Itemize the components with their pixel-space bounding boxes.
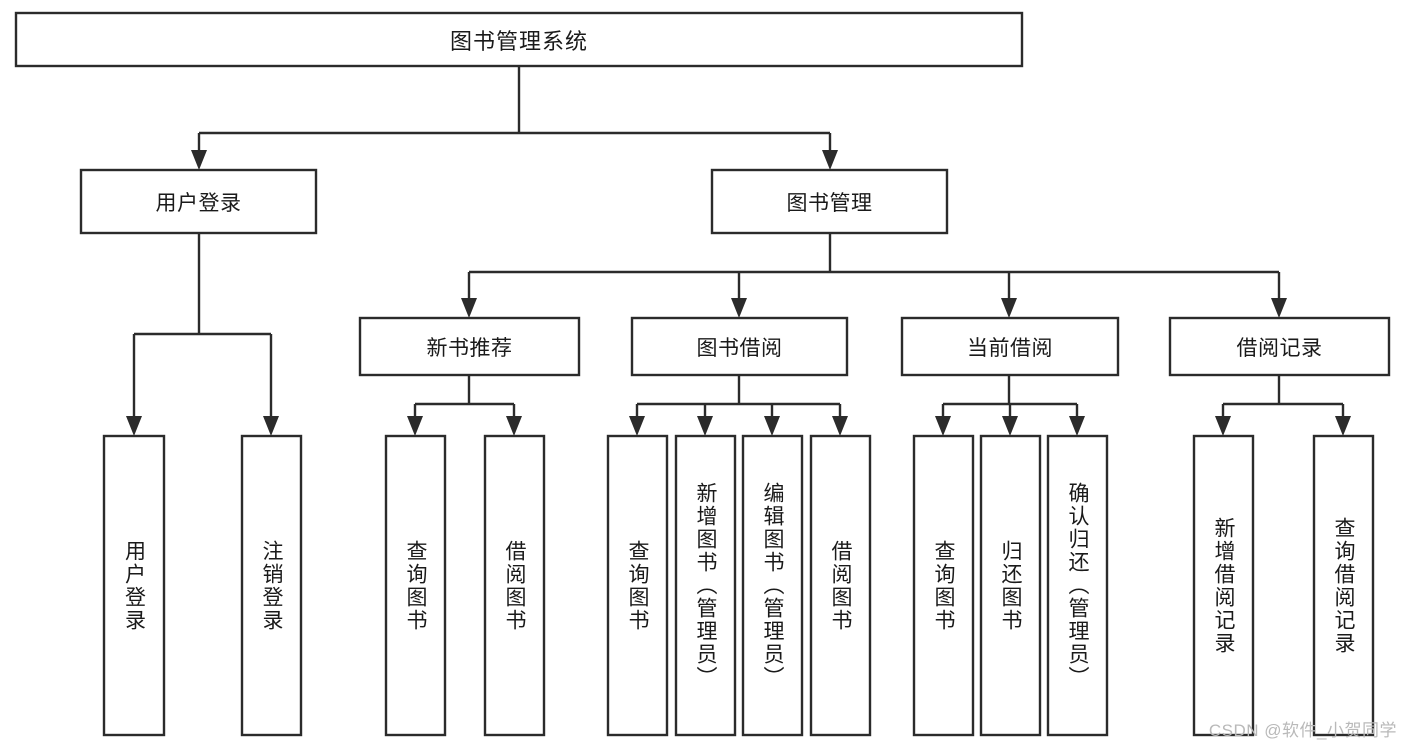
arrow-book-manage xyxy=(822,150,838,170)
node-box-leaf-new-book-1[interactable] xyxy=(384,434,447,737)
node-box-leaf-book-borrow-4[interactable] xyxy=(809,434,872,737)
arrow-user-login xyxy=(191,150,207,170)
node-box-leaf-user-login-1[interactable] xyxy=(102,434,166,737)
arrow-leaf-new-book-1 xyxy=(407,416,423,436)
arrow-leaf-book-borrow-3 xyxy=(764,416,780,436)
arrow-book-borrow xyxy=(731,298,747,318)
node-box-leaf-book-borrow-1[interactable] xyxy=(606,434,669,737)
arrow-leaf-book-borrow-1 xyxy=(629,416,645,436)
arrow-leaf-user-login-1 xyxy=(126,416,142,436)
node-box-leaf-current-borrow-2[interactable] xyxy=(979,434,1042,737)
connector-group xyxy=(126,66,1351,436)
node-box-leaf-current-borrow-3[interactable] xyxy=(1046,434,1109,737)
arrow-leaf-current-borrow-1 xyxy=(935,416,951,436)
node-box-book-manage[interactable] xyxy=(710,168,949,235)
arrow-borrow-record xyxy=(1271,298,1287,318)
node-box-leaf-current-borrow-1[interactable] xyxy=(912,434,975,737)
arrow-leaf-borrow-record-2 xyxy=(1335,416,1351,436)
node-box-current-borrow[interactable] xyxy=(900,316,1120,377)
arrow-leaf-borrow-record-1 xyxy=(1215,416,1231,436)
arrow-new-book-recommend xyxy=(461,298,477,318)
arrow-leaf-current-borrow-2 xyxy=(1002,416,1018,436)
node-box-book-borrow[interactable] xyxy=(630,316,849,377)
arrow-leaf-book-borrow-4 xyxy=(832,416,848,436)
node-box-leaf-book-borrow-3[interactable] xyxy=(741,434,804,737)
arrow-leaf-current-borrow-3 xyxy=(1069,416,1085,436)
arrow-leaf-new-book-2 xyxy=(506,416,522,436)
arrow-current-borrow xyxy=(1001,298,1017,318)
node-box-leaf-borrow-record-1[interactable] xyxy=(1192,434,1255,737)
node-box-new-book-recommend[interactable] xyxy=(358,316,581,377)
node-box-leaf-borrow-record-2[interactable] xyxy=(1312,434,1375,737)
node-box-leaf-user-login-2[interactable] xyxy=(240,434,303,737)
node-box-borrow-record[interactable] xyxy=(1168,316,1391,377)
node-box-user-login[interactable] xyxy=(79,168,318,235)
node-box-leaf-new-book-2[interactable] xyxy=(483,434,546,737)
node-box-root[interactable] xyxy=(14,11,1024,68)
watermark-text: CSDN @软件_小贺同学 xyxy=(1208,721,1397,740)
arrow-leaf-book-borrow-2 xyxy=(697,416,713,436)
node-box-group xyxy=(14,11,1391,737)
arrow-leaf-user-login-2 xyxy=(263,416,279,436)
node-box-leaf-book-borrow-2[interactable] xyxy=(674,434,737,737)
